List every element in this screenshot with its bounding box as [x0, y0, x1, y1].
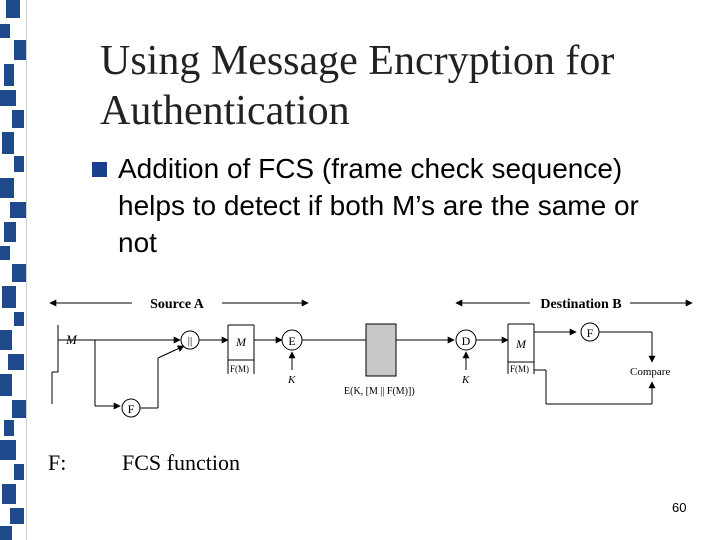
f-to-concat-arrow: [157, 345, 185, 359]
source-f-label: F: [128, 402, 135, 416]
ciphertext-box: [365, 323, 397, 377]
legend-value: FCS function: [122, 450, 240, 475]
destination-label: Destination B: [540, 297, 621, 312]
ciphertext-label: E(K, [M || F(M)]): [344, 386, 415, 397]
stripe-block: [6, 0, 20, 18]
concat-label: ||: [188, 335, 192, 347]
stripe-block: [0, 24, 10, 38]
stripe-block: [0, 440, 16, 460]
encrypt-label: E: [288, 334, 295, 348]
source-block-m-label: M: [235, 335, 247, 349]
stripe-block: [2, 132, 14, 154]
page-number: 60: [672, 500, 687, 515]
stripe-divider: [26, 0, 27, 540]
stripe-block: [2, 484, 16, 504]
stripe-block: [0, 330, 12, 350]
compare-label: Compare: [630, 366, 670, 378]
encrypt-key-label: K: [287, 374, 296, 386]
decrypt-label: D: [462, 334, 471, 348]
stripe-block: [10, 508, 24, 524]
stripe-block: [0, 90, 16, 106]
bullet-square-icon: [92, 162, 107, 177]
dest-f-label: F: [587, 326, 594, 340]
stripe-block: [14, 312, 24, 326]
slide-title-line-2: Authentication: [100, 88, 350, 134]
fcs-diagram: Source A Destination B M F || M F(M): [49, 295, 693, 418]
left-decorative-stripe: [0, 0, 26, 540]
stripe-block: [12, 110, 24, 128]
stripe-block: [2, 286, 16, 308]
stripe-block: [4, 222, 16, 242]
stripe-block: [14, 40, 26, 60]
slide-title: Using Message Encryption for Authenticat…: [100, 36, 700, 136]
source-label: Source A: [150, 297, 205, 312]
stripe-block: [10, 202, 26, 218]
decrypt-key-label: K: [461, 374, 470, 386]
stripe-block: [4, 420, 14, 436]
stripe-block: [12, 400, 26, 418]
legend-key: F:: [48, 450, 67, 475]
bullet-text: Addition of FCS (frame check sequence) h…: [118, 153, 639, 258]
stripe-block: [4, 64, 14, 86]
dest-block-fm-label: F(M): [510, 364, 529, 374]
stripe-block: [14, 464, 24, 480]
source-block-fm-label: F(M): [230, 364, 249, 374]
slide-title-line-1: Using Message Encryption for: [100, 38, 615, 84]
stripe-block: [14, 156, 24, 172]
stripe-block: [0, 178, 14, 198]
stripe-block: [0, 526, 12, 540]
dest-block-m-label: M: [515, 337, 527, 351]
stripe-block: [0, 374, 12, 396]
stripe-block: [12, 264, 26, 282]
stripe-block: [8, 354, 24, 370]
stripe-block: [0, 246, 10, 260]
